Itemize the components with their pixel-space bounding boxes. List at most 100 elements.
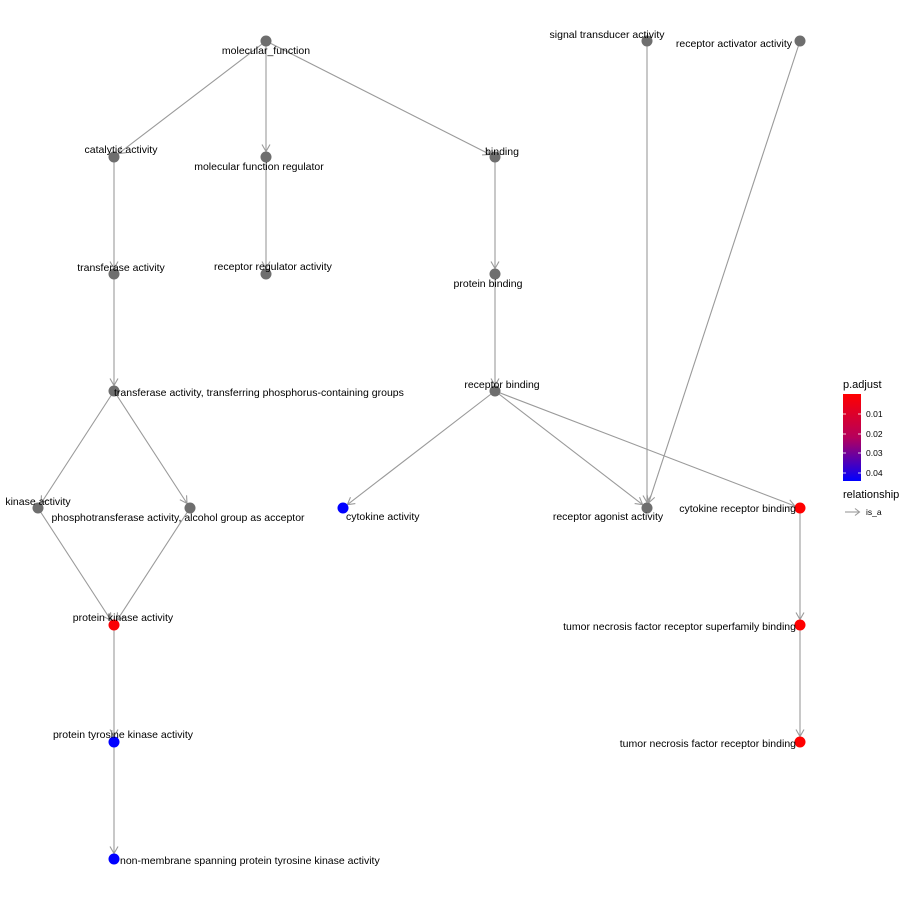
node-receptor_binding: receptor binding [464, 379, 540, 397]
node-circle [108, 736, 120, 748]
edge-receptor_binding-to-cytokine_activity [346, 390, 496, 506]
node-tnf_receptor_binding: tumor necrosis factor receptor binding [620, 736, 806, 750]
edge-line [265, 40, 491, 156]
node-label: binding [485, 146, 519, 158]
node-phosphotransferase: phosphotransferase activity, alcohol gro… [51, 502, 305, 524]
node-mf_regulator: molecular function regulator [194, 151, 324, 173]
node-receptor_regulator: receptor regulator activity [214, 261, 333, 280]
node-signal_transducer: signal transducer activity [550, 29, 666, 47]
edge-line [648, 40, 801, 503]
legend-color-title: p.adjust [843, 379, 882, 391]
node-label: signal transducer activity [550, 29, 666, 41]
node-circle [641, 35, 653, 47]
node-circle [108, 853, 120, 865]
node-label: cytokine receptor binding [679, 503, 796, 515]
edge-transferase_phospho-to-phosphotransferase [113, 390, 188, 505]
node-circle [108, 268, 120, 280]
node-circle [108, 385, 120, 397]
edge-molecular_function-to-catalytic_activity [117, 40, 267, 155]
edge-protein_tyrosine_kinase-to-non_membrane_ptk [109, 742, 119, 855]
edge-signal_transducer-to-receptor_agonist [642, 41, 652, 504]
node-label: transferase activity [77, 262, 165, 274]
legend-tick-label: 0.03 [866, 448, 883, 458]
edge-binding-to-protein_binding [490, 157, 500, 270]
nodes-layer: molecular_function catalytic activity mole… [5, 29, 806, 867]
node-label: tumor necrosis factor receptor binding [620, 738, 796, 750]
node-label: phosphotransferase activity, alcohol gro… [51, 512, 305, 524]
edge-line [113, 390, 188, 504]
node-label: kinase activity [5, 496, 71, 508]
node-receptor_activator: receptor activator activity [676, 35, 806, 50]
node-circle [184, 502, 196, 514]
edge-transferase_phospho-to-kinase_activity [40, 390, 115, 505]
node-circle [260, 151, 272, 163]
node-label: protein tyrosine kinase activity [53, 729, 194, 741]
node-catalytic_activity: catalytic activity [85, 144, 158, 163]
edge-line [118, 40, 267, 155]
node-tnf_superfamily_binding: tumor necrosis factor receptor superfami… [563, 619, 806, 633]
node-label: protein binding [454, 278, 523, 290]
edge-protein_binding-to-receptor_binding [490, 274, 500, 387]
edge-kinase_activity-to-protein_kinase [37, 507, 112, 622]
node-receptor_agonist: receptor agonist activity [553, 502, 664, 523]
edge-receptor_binding-to-cytokine_receptor_binding [494, 390, 796, 508]
edge-receptor_activator-to-receptor_agonist [646, 40, 801, 504]
edge-line [37, 507, 112, 621]
legend-tick-label: 0.01 [866, 409, 883, 419]
node-transferase_activity: transferase activity [77, 262, 166, 280]
node-non_membrane_ptk: non-membrane spanning protein tyrosine k… [108, 853, 380, 867]
node-molecular_function: molecular_function [222, 35, 310, 57]
node-label: non-membrane spanning protein tyrosine k… [120, 855, 380, 867]
node-circle [32, 502, 44, 514]
node-circle [260, 268, 272, 280]
edge-mf_regulator-to-receptor_regulator [261, 157, 271, 270]
node-label: cytokine activity [346, 511, 420, 523]
edge-cytokine_receptor_binding-to-tnf_superfamily_binding [795, 508, 805, 621]
legend-relationship-title: relationship [843, 489, 899, 501]
node-protein_kinase: protein kinase activity [73, 612, 174, 631]
edge-line [116, 507, 191, 621]
edge-catalytic_activity-to-transferase_activity [109, 157, 119, 270]
edge-molecular_function-to-mf_regulator [261, 41, 271, 153]
edge-tnf_superfamily_binding-to-tnf_receptor_binding [795, 625, 805, 738]
node-label: receptor activator activity [676, 38, 793, 50]
legend-tick-label: 0.02 [866, 429, 883, 439]
node-circle [108, 151, 120, 163]
node-circle [108, 619, 120, 631]
legend-tick-label: 0.04 [866, 468, 883, 478]
legend-ticks: 0.01 0.02 0.03 0.04 [843, 409, 883, 478]
node-protein_binding: protein binding [454, 268, 523, 290]
node-label: molecular function regulator [194, 161, 324, 173]
node-label: receptor binding [464, 379, 539, 391]
node-circle [489, 151, 501, 163]
node-cytokine_activity: cytokine activity [337, 502, 420, 523]
node-cytokine_receptor_binding: cytokine receptor binding [679, 502, 806, 515]
node-circle [337, 502, 349, 514]
edge-line [494, 390, 796, 507]
edge-molecular_function-to-binding [265, 40, 492, 156]
node-circle [794, 35, 806, 47]
node-binding: binding [485, 146, 519, 163]
edge-line [40, 390, 115, 504]
legend-arrowhead-icon [854, 508, 861, 516]
node-circle [489, 385, 501, 397]
node-protein_tyrosine_kinase: protein tyrosine kinase activity [53, 729, 194, 748]
node-circle [641, 502, 653, 514]
node-label: transferase activity, transferring phosp… [114, 387, 404, 399]
edge-transferase_activity-to-transferase_phospho [109, 274, 119, 387]
edge-protein_kinase-to-protein_tyrosine_kinase [109, 625, 119, 738]
legend: p.adjust 0.010.020.030.04 relationship i… [843, 379, 899, 517]
edge-line [347, 390, 496, 506]
node-kinase_activity: kinase activity [5, 496, 71, 514]
node-circle [794, 736, 806, 748]
node-label: receptor agonist activity [553, 511, 664, 523]
arrowhead-icon [117, 146, 127, 155]
node-label: receptor regulator activity [214, 261, 333, 273]
node-transferase_phospho: transferase activity, transferring phosp… [108, 385, 404, 399]
edge-receptor_binding-to-receptor_agonist [494, 390, 644, 506]
node-circle [794, 502, 806, 514]
node-circle [794, 619, 806, 631]
node-label: protein kinase activity [73, 612, 174, 624]
edges-layer [37, 40, 805, 855]
